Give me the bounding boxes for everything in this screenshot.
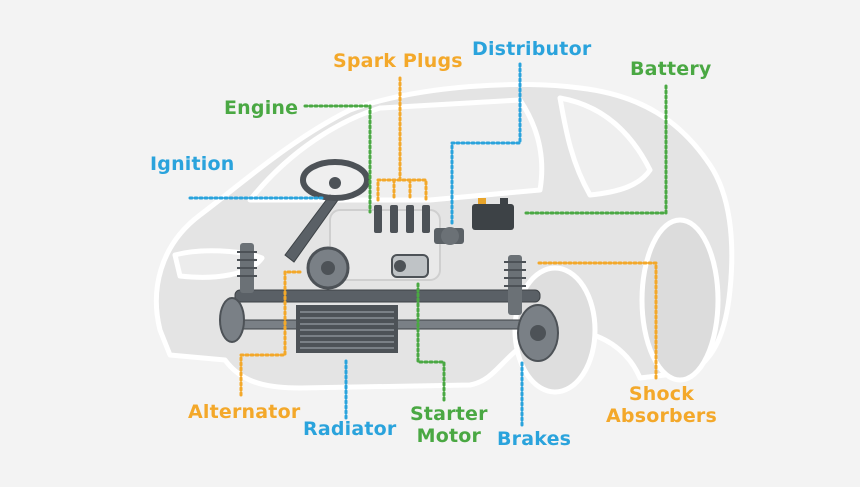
battery-callout-line <box>523 84 668 215</box>
spark-plugs-group <box>374 205 430 233</box>
spark-plugs-callout-branch <box>376 178 428 202</box>
steering-rack <box>234 289 541 303</box>
spark-plug <box>374 205 382 233</box>
callout-lines <box>188 62 668 427</box>
shock-absorbers-label-line1: Shock <box>628 383 695 405</box>
spark-plugs-label: Spark Plugs <box>333 50 463 72</box>
steering-wheel <box>300 159 370 201</box>
starter-motor-part <box>391 254 429 278</box>
alternator-part <box>306 246 350 290</box>
starter-motor-label-line2: Motor <box>416 425 482 447</box>
alternator-label: Alternator <box>188 401 301 423</box>
car-windshield <box>247 97 545 203</box>
shock-absorber-left <box>237 243 257 293</box>
shock-absorber-right <box>504 255 526 315</box>
ignition-label: Ignition <box>150 153 235 175</box>
shock-absorbers-label-line2: Absorbers <box>606 405 718 427</box>
brakes-label: Brakes <box>497 428 572 450</box>
starter-motor-callout-line <box>416 280 446 402</box>
spark-plug <box>422 205 430 233</box>
brake-disc-right <box>517 304 559 362</box>
car-side-window <box>557 95 653 198</box>
spark-plug <box>406 205 414 233</box>
spark-plug <box>390 205 398 233</box>
distributor-callout-line <box>450 62 522 228</box>
starter-motor-label-line1: Starter <box>410 403 488 425</box>
battery-label: Battery <box>630 58 712 80</box>
shock-absorbers-callout-line <box>535 261 658 380</box>
radiator-label: Radiator <box>303 418 397 440</box>
engine-callout-line <box>303 104 372 214</box>
battery-part <box>472 198 514 230</box>
alternator-callout-line <box>239 270 304 397</box>
engine-label: Engine <box>224 97 299 119</box>
shock-absorbers-label: Shock Absorbers <box>606 383 717 427</box>
distributor-label: Distributor <box>472 38 592 60</box>
car-front-wheel-arch <box>639 217 721 383</box>
distributor-part <box>434 227 464 245</box>
starter-motor-label: Starter Motor <box>410 403 488 447</box>
radiator-part <box>296 305 398 353</box>
brake-disc-left <box>219 297 245 343</box>
